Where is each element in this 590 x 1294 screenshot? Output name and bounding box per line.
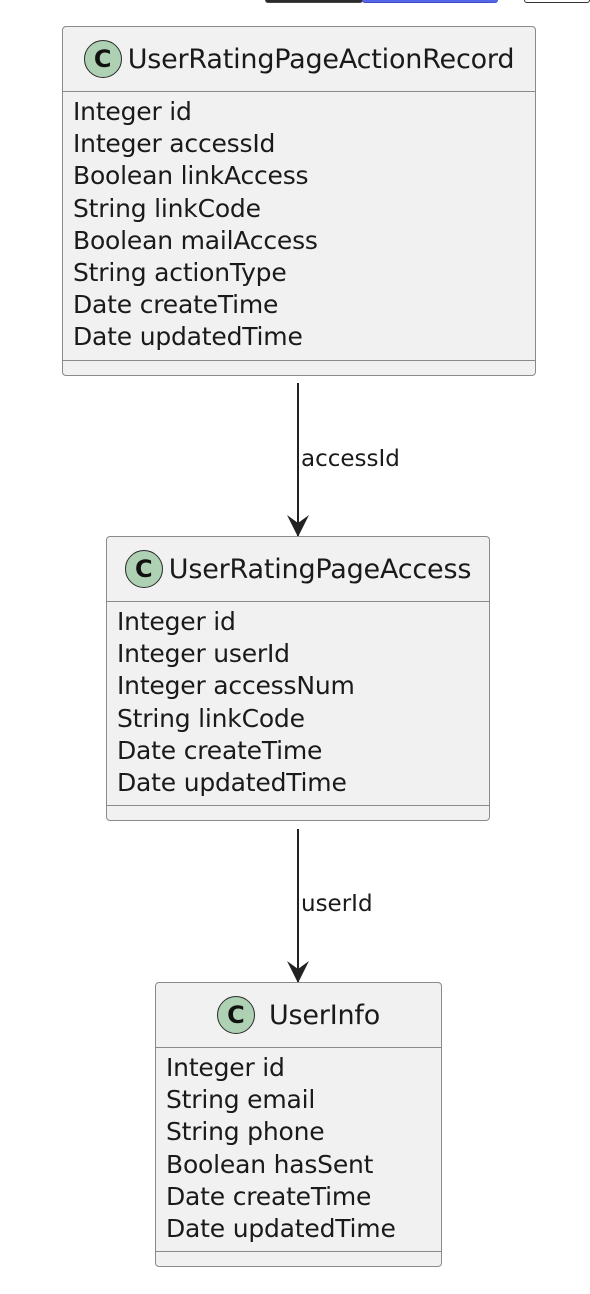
arrowhead-icon: [287, 961, 309, 983]
class-fields: Integer id String email String phone Boo…: [156, 1048, 441, 1253]
toolbar-button-blue[interactable]: [362, 0, 498, 3]
field: Date updatedTime: [117, 768, 347, 798]
class-icon: C: [83, 40, 122, 78]
field: String phone: [166, 1117, 325, 1147]
field: Date createTime: [73, 290, 279, 320]
field: Integer accessNum: [117, 671, 355, 701]
class-methods: [107, 806, 489, 820]
field: Integer id: [166, 1053, 285, 1082]
class-user-rating-page-access[interactable]: C UserRatingPageAccess Integer id Intege…: [106, 536, 490, 822]
class-user-rating-page-action-record[interactable]: C UserRatingPageActionRecord Integer id …: [62, 26, 536, 376]
field: Date createTime: [166, 1181, 372, 1211]
field: String email: [166, 1085, 316, 1115]
field: String actionType: [73, 258, 287, 288]
relation-label-userid: userId: [301, 891, 373, 917]
field: Date createTime: [117, 735, 323, 765]
class-header: C UserRatingPageAccess: [107, 537, 489, 602]
class-user-info[interactable]: C UserInfo Integer id String email Strin…: [155, 982, 442, 1268]
class-header: C UserInfo: [156, 983, 441, 1048]
field: Integer userId: [117, 639, 290, 669]
class-fields: Integer id Integer userId Integer access…: [107, 602, 489, 807]
field: String linkCode: [117, 703, 305, 733]
arrowhead-icon: [287, 515, 309, 537]
field: Boolean hasSent: [166, 1149, 374, 1179]
class-icon: C: [124, 550, 163, 588]
class-name: UserInfo: [268, 999, 381, 1031]
field: Boolean mailAccess: [73, 225, 318, 255]
field: String linkCode: [73, 193, 261, 223]
class-name: UserRatingPageActionRecord: [127, 43, 515, 75]
field: Date updatedTime: [166, 1214, 396, 1244]
class-methods: [63, 361, 535, 375]
class-methods: [156, 1252, 441, 1266]
class-fields: Integer id Integer accessId Boolean link…: [63, 92, 535, 361]
field: Integer accessId: [73, 129, 276, 159]
field: Integer id: [73, 97, 192, 126]
class-header: C UserRatingPageActionRecord: [63, 27, 535, 92]
class-icon: C: [216, 996, 255, 1034]
class-name: UserRatingPageAccess: [168, 553, 472, 585]
field: Integer id: [117, 607, 236, 636]
relation-label-accessid: accessId: [301, 446, 400, 472]
field: Date updatedTime: [73, 322, 303, 352]
field: Boolean linkAccess: [73, 161, 309, 191]
